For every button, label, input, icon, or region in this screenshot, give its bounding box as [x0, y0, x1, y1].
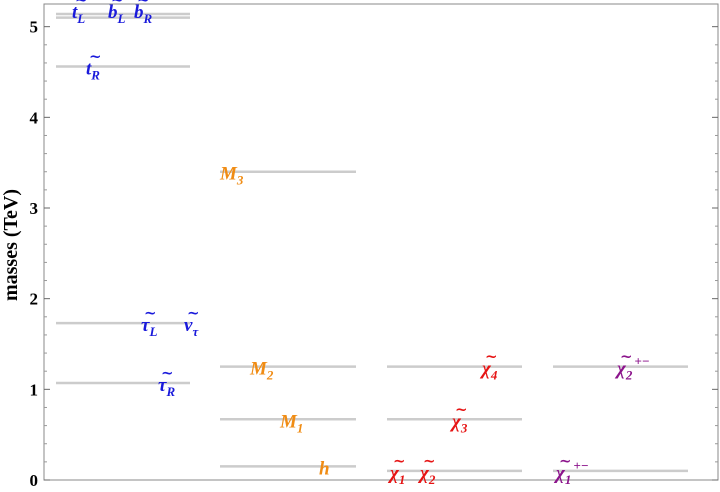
y-tick-label: 2	[30, 290, 39, 309]
tilde-mark: ~	[423, 452, 436, 470]
sfermions-label: τR~	[158, 364, 175, 399]
tilde-mark: ~	[144, 304, 157, 322]
tilde-mark: ~	[187, 304, 200, 322]
gauginos-label: h	[319, 458, 330, 479]
mass-levels	[56, 12, 688, 473]
neutralinos-label: χ4~	[479, 348, 498, 383]
tilde-mark: ~	[559, 452, 572, 470]
particle-labels: tL~bL~bR~tR~τL~ντ~τR~M3M2M1hχ4~χ3~χ1~χ2~…	[72, 0, 650, 487]
tilde-mark: ~	[89, 48, 102, 66]
charginos-label: χ1+−~	[553, 452, 589, 487]
particle-symbol: χ2	[417, 463, 436, 487]
y-tick-label: 3	[30, 199, 39, 218]
neutralinos-label: χ3~	[449, 400, 468, 435]
particle-symbol: bR	[134, 2, 153, 26]
tilde-mark: ~	[455, 400, 468, 418]
plot-border	[43, 3, 719, 481]
particle-symbol: ντ	[184, 315, 199, 339]
gauginos-label: M3	[219, 164, 244, 188]
y-axis-label: masses (TeV)	[0, 189, 22, 301]
neutralinos-label: χ2~	[417, 452, 436, 487]
sfermions-label: tR~	[86, 48, 102, 83]
particle-symbol: M3	[219, 164, 244, 188]
particle-symbol: M2	[249, 359, 274, 383]
tilde-mark: ~	[393, 452, 406, 470]
sfermions-label: bL~	[108, 0, 126, 26]
particle-symbol: χ3	[449, 411, 468, 435]
particle-symbol: tR	[86, 59, 100, 83]
particle-symbol: τR	[158, 375, 175, 399]
particle-symbol: χ1+−	[553, 458, 589, 487]
plot-frame	[43, 3, 719, 481]
charginos-label: χ2+−~	[614, 348, 650, 383]
particle-symbol: bL	[108, 2, 126, 26]
particle-symbol: χ2+−	[614, 354, 650, 383]
y-tick-label: 5	[30, 18, 39, 37]
tilde-mark: ~	[485, 348, 498, 366]
y-axis-ticks: 0 1 2 3 4 5	[30, 18, 718, 490]
y-tick-label: 0	[30, 471, 39, 490]
sfermions-label: tL~	[72, 0, 88, 26]
particle-symbol: χ4	[479, 359, 498, 383]
particle-symbol: M1	[279, 411, 303, 435]
tilde-mark: ~	[137, 0, 150, 9]
gauginos-label: M1	[279, 411, 303, 435]
tilde-mark: ~	[111, 0, 124, 9]
sfermions-label: τL~	[141, 304, 157, 339]
particle-symbol: h	[319, 458, 330, 479]
neutralinos-label: χ1~	[387, 452, 406, 487]
sfermions-label: ντ~	[184, 304, 200, 339]
gauginos-label: M2	[249, 359, 274, 383]
particle-symbol: tL	[72, 2, 85, 26]
tilde-mark: ~	[620, 348, 633, 366]
tilde-mark: ~	[161, 364, 174, 382]
sfermions-label: bR~	[134, 0, 153, 26]
y-tick-label: 4	[30, 108, 39, 127]
y-tick-label: 1	[30, 380, 39, 399]
particle-symbol: τL	[141, 315, 157, 339]
particle-symbol: χ1	[387, 463, 405, 487]
tilde-mark: ~	[75, 0, 88, 9]
